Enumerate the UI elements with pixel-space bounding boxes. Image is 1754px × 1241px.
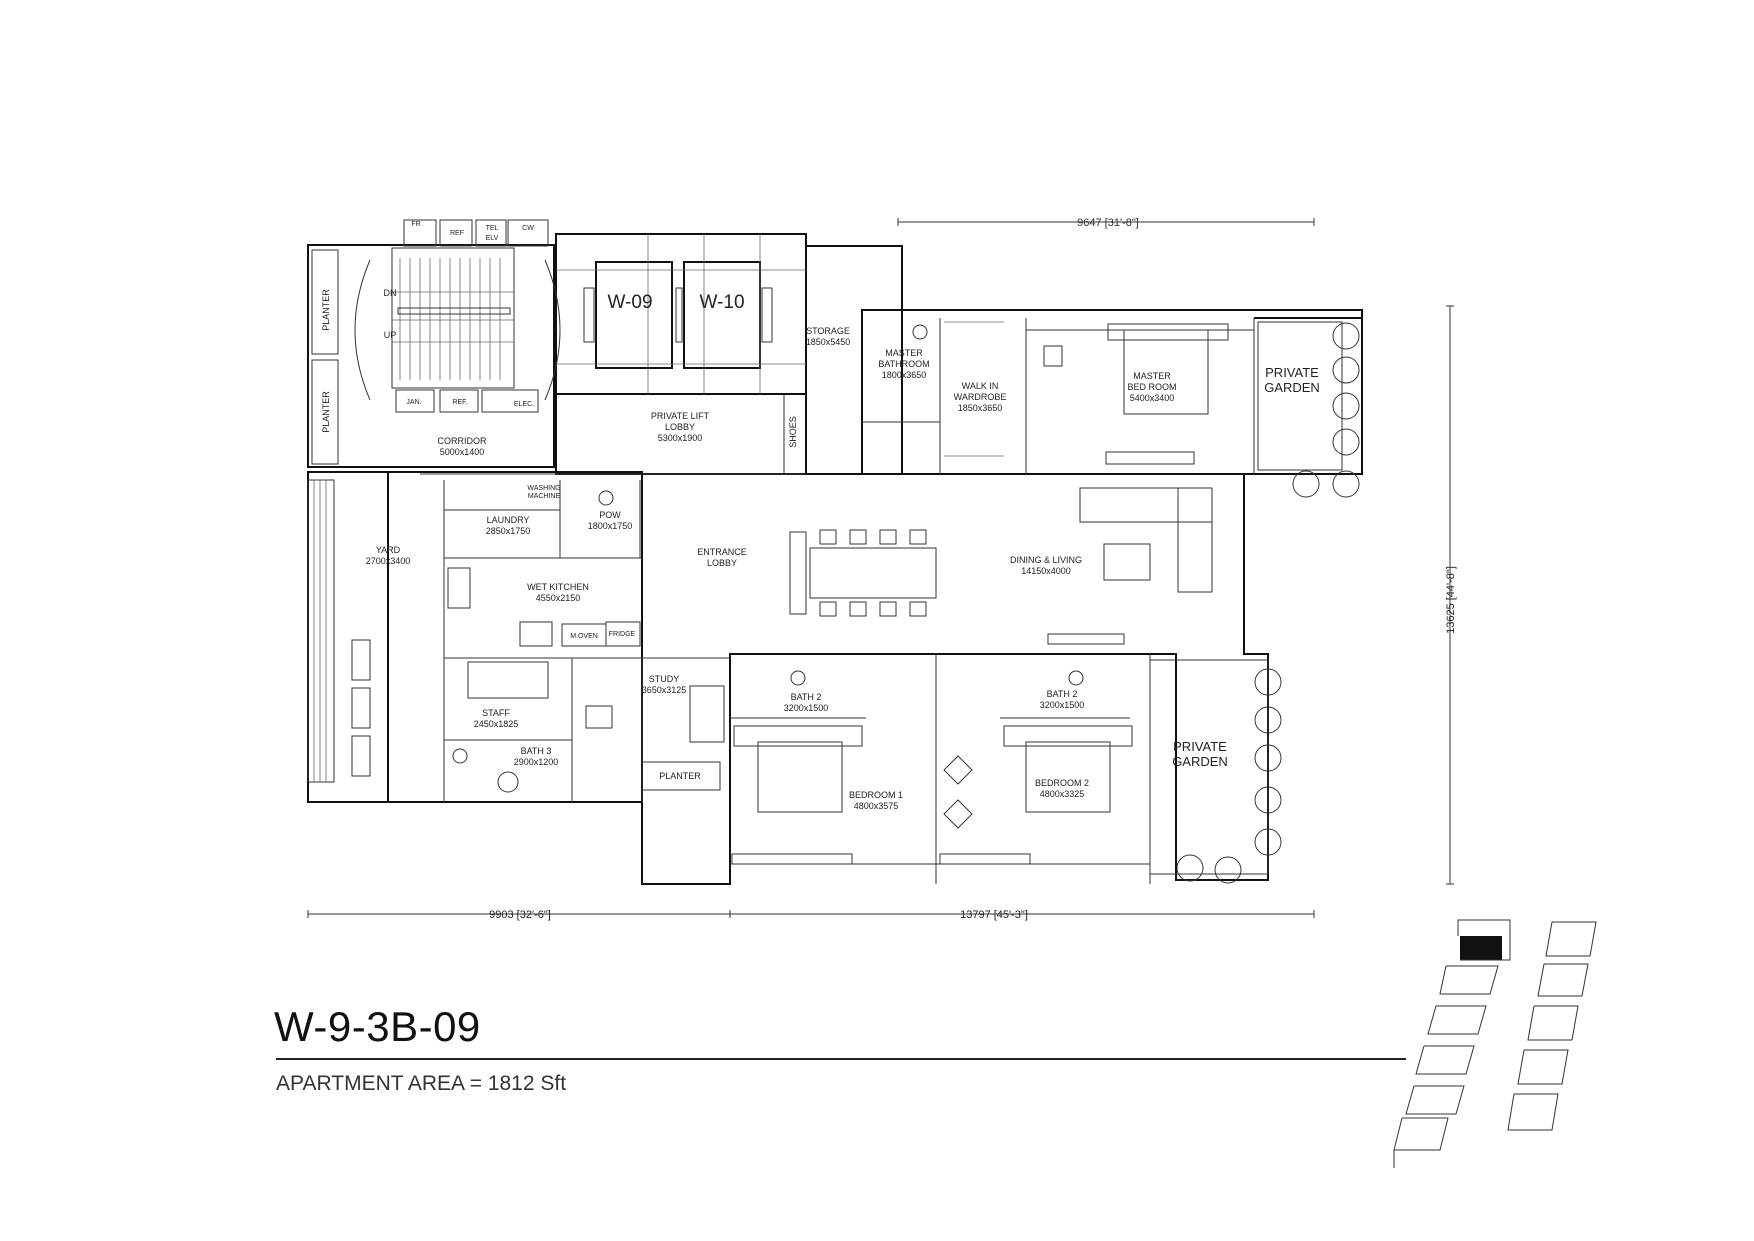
dimension-top: 9647 [31'-8"] xyxy=(1077,217,1139,229)
yard-name: YARD xyxy=(376,545,401,555)
tel-label: TEL xyxy=(486,225,499,232)
laundry-name: LAUNDRY xyxy=(487,515,530,525)
walk-in-name2: WARDROBE xyxy=(954,392,1007,402)
wet-kitchen-name: WET KITCHEN xyxy=(527,582,589,592)
bath2b-name: BATH 2 xyxy=(1047,689,1078,699)
stair-down-label: DN xyxy=(384,288,397,298)
lift-label-w10: W-10 xyxy=(699,292,744,313)
ref-top-label: REF xyxy=(450,230,464,237)
cw-label: CW xyxy=(522,225,534,232)
walls xyxy=(307,233,1363,885)
master-bed-name: MASTER xyxy=(1133,371,1171,381)
lift-lobby-name2: LOBBY xyxy=(665,422,695,432)
entrance-name2: LOBBY xyxy=(707,558,737,568)
garden-bottom-name: PRIVATE xyxy=(1173,739,1227,754)
bath3-name: BATH 3 xyxy=(521,746,552,756)
planter-label-bottom: PLANTER xyxy=(321,391,331,433)
title-divider xyxy=(276,1058,1406,1060)
dining-size: 14150x4000 xyxy=(1021,566,1071,576)
wet-kitchen-size: 4550x2150 xyxy=(536,593,581,603)
lift-lobby-name: PRIVATE LIFT xyxy=(651,411,710,421)
planter-label-study: PLANTER xyxy=(659,771,701,781)
elec-label: ELEC. xyxy=(514,401,534,408)
stair-core xyxy=(311,219,806,465)
bath2b-size: 3200x1500 xyxy=(1040,700,1085,710)
dimension-bottom-right: 13797 [45'-3"] xyxy=(960,909,1028,921)
corridor-name: CORRIDOR xyxy=(438,436,487,446)
pow-name: POW xyxy=(599,510,621,520)
master-bed-name2: BED ROOM xyxy=(1127,382,1176,392)
bedroom1-name: BEDROOM 1 xyxy=(849,790,903,800)
master-bath-size: 1800x3650 xyxy=(882,370,927,380)
washing-line1: WASHING xyxy=(527,485,560,492)
lift-label-w09: W-09 xyxy=(607,292,652,313)
staff-name: STAFF xyxy=(482,708,510,718)
shoes-label: SHOES xyxy=(788,416,798,448)
planter-label-top: PLANTER xyxy=(321,289,331,331)
stair-up-label: UP xyxy=(384,330,397,340)
jan-label: JAN. xyxy=(406,399,421,406)
dimension-bottom-left: 9903 [32'-6"] xyxy=(489,909,551,921)
bedroom2-size: 4800x3325 xyxy=(1040,789,1085,799)
master-bath-name: MASTER xyxy=(885,348,923,358)
study-name: STUDY xyxy=(649,674,680,684)
bath3-size: 2900x1200 xyxy=(514,757,559,767)
storage-size: 1850x5450 xyxy=(806,337,851,347)
private-gardens xyxy=(1149,321,1360,884)
entrance-name: ENTRANCE xyxy=(697,547,747,557)
washing-line2: MACHINE xyxy=(528,493,561,500)
elv-label: ELV xyxy=(486,235,499,242)
yard-railing xyxy=(307,479,371,783)
dimension-right: 13625 [44'-8"] xyxy=(1445,566,1457,634)
moven-label: M.OVEN xyxy=(570,633,598,640)
corridor-size: 5000x1400 xyxy=(440,447,485,457)
garden-bottom-name2: GARDEN xyxy=(1172,754,1228,769)
master-bath-name2: BATHROOM xyxy=(878,359,929,369)
bath2a-name: BATH 2 xyxy=(791,692,822,702)
apartment-area-label: APARTMENT AREA = 1812 Sft xyxy=(276,1072,567,1095)
garden-top-name: PRIVATE xyxy=(1265,365,1319,380)
bath2a-size: 3200x1500 xyxy=(784,703,829,713)
dimension-lines xyxy=(307,218,1454,918)
bedroom1-size: 4800x3575 xyxy=(854,801,899,811)
staff-size: 2450x1825 xyxy=(474,719,519,729)
furniture xyxy=(447,321,1229,865)
unit-code-title: W-9-3B-09 xyxy=(274,1003,481,1050)
yard-size: 2700x3400 xyxy=(366,556,411,566)
walk-in-size: 1850x3650 xyxy=(958,403,1003,413)
fr-label: FR xyxy=(411,221,420,228)
master-bed-size: 5400x3400 xyxy=(1130,393,1175,403)
storage-name: STORAGE xyxy=(806,326,850,336)
pow-size: 1800x1750 xyxy=(588,521,633,531)
ref-bottom-label: REF. xyxy=(452,399,467,406)
garden-top-name2: GARDEN xyxy=(1264,380,1320,395)
lift-lobby-size: 5300x1900 xyxy=(658,433,703,443)
dining-name: DINING & LIVING xyxy=(1010,555,1082,565)
walk-in-name: WALK IN xyxy=(962,381,999,391)
fridge-label: FRIDGE xyxy=(609,631,636,638)
laundry-size: 2850x1750 xyxy=(486,526,531,536)
study-size: 3650x3125 xyxy=(642,685,687,695)
key-plan xyxy=(1393,919,1597,1168)
bedroom2-name: BEDROOM 2 xyxy=(1035,778,1089,788)
